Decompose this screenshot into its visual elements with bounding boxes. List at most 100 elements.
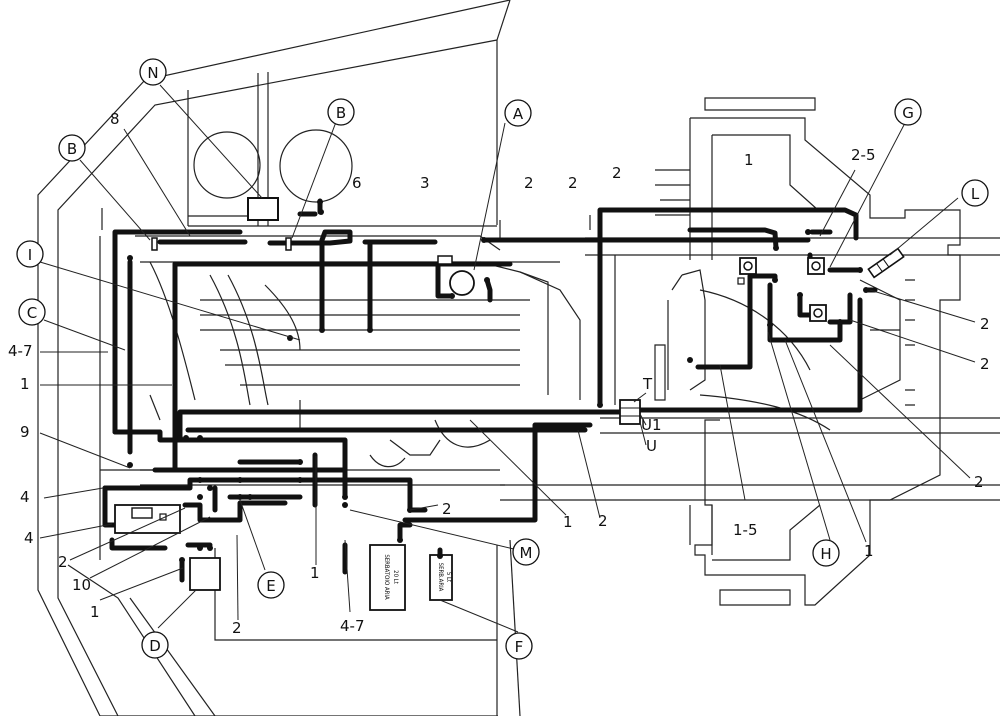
joint-dot (247, 494, 253, 500)
line-label-lU: U (646, 437, 657, 455)
callout-d: D (141, 631, 169, 659)
engine-outline (135, 235, 581, 486)
joint-dot (318, 209, 324, 215)
callout-circle (16, 240, 44, 268)
callout-b1: B (58, 134, 86, 162)
line-label-l2tank: 2 (442, 500, 452, 518)
tank-20l-line2: 20 Lt (392, 570, 399, 584)
line-label-l1left: 1 (20, 375, 30, 393)
line-label-lU1: U1 (641, 416, 662, 434)
line-label-l2c: 2 (612, 164, 622, 182)
callout-letter: M (520, 544, 533, 562)
joint-dot (179, 557, 185, 563)
callout-m: M (512, 538, 540, 566)
callout-f: F (505, 632, 533, 660)
joint-dot (127, 255, 133, 261)
line-label-l47a: 4-7 (8, 342, 33, 360)
callout-c: C (18, 298, 46, 326)
gauge-circle-right (279, 129, 353, 203)
callout-letter: H (820, 545, 831, 563)
callout-h: H (812, 539, 840, 567)
joint-dot (297, 459, 303, 465)
callout-letter: L (971, 185, 980, 203)
joint-dot (297, 477, 303, 483)
component-D (189, 557, 221, 591)
joint-dot (397, 537, 403, 543)
line-label-l3: 3 (420, 174, 430, 192)
cab-outline (37, 0, 521, 716)
callout-letter: C (27, 304, 37, 322)
callout-e: E (257, 571, 285, 599)
callout-n: N (139, 58, 167, 86)
line-label-l2d: 2 (598, 512, 608, 530)
joint-dot (197, 494, 203, 500)
joint-dot (857, 267, 863, 273)
compressor-A (449, 270, 475, 296)
line-label-l2r2: 2 (980, 355, 990, 373)
line-label-l6: 6 (352, 174, 362, 192)
line-label-l2r3: 2 (974, 473, 984, 491)
components: SERBATOIO ARIA 20 Lt SERB.ARIA 5 Lt (114, 197, 905, 611)
joint-dot (197, 435, 203, 441)
callout-circle (18, 298, 46, 326)
callout-letter: B (336, 104, 346, 122)
line-label-l2a: 2 (524, 174, 534, 192)
joint-dot (481, 237, 487, 243)
joint-dot (127, 462, 133, 468)
callout-letter: B (67, 140, 77, 158)
joint-dot (317, 199, 323, 205)
joint-dot (207, 545, 213, 551)
joint-dot (797, 292, 803, 298)
line-label-l4b: 4 (24, 529, 34, 547)
callout-b2: B (327, 98, 355, 126)
callout-letter: F (515, 638, 524, 656)
line-label-l1bl: 1 (90, 603, 100, 621)
line-label-l9: 9 (20, 423, 30, 441)
air-lines (102, 198, 878, 583)
callout-circle (327, 98, 355, 126)
line-label-l4a: 4 (20, 488, 30, 506)
callout-a: A (504, 99, 532, 127)
line-label-l2left: 2 (58, 553, 68, 571)
joint-dot (237, 494, 243, 500)
line-label-l10: 10 (72, 576, 91, 594)
joint-dot (863, 287, 869, 293)
joint-dot (805, 229, 811, 235)
joint-dot (197, 545, 203, 551)
callout-letter: D (149, 637, 161, 655)
callout-circle (139, 58, 167, 86)
line-label-l1mid: 1 (310, 564, 320, 582)
line-label-l47b: 4-7 (340, 617, 365, 635)
callout-circle (894, 98, 922, 126)
callout-circle (257, 571, 285, 599)
callout-circle (141, 631, 169, 659)
joint-dot (319, 327, 325, 333)
line-label-l8: 8 (110, 110, 120, 128)
callout-i: I (16, 240, 44, 268)
line-label-l2b: 2 (568, 174, 578, 192)
callout-letter: I (28, 246, 32, 264)
line-label-l1c: 1 (563, 513, 573, 531)
line-label-lT: T (642, 375, 653, 393)
callout-letter: N (147, 64, 158, 82)
callout-letter: E (266, 577, 275, 595)
joint-dot (367, 327, 373, 333)
valve-box-N (247, 197, 279, 221)
joint-dot (484, 277, 490, 283)
leader-lines (39, 84, 976, 633)
line-label-l1top: 1 (744, 151, 754, 169)
line-label-l2r1: 2 (980, 315, 990, 333)
line-label-l1r: 1 (864, 542, 874, 560)
joint-dot (449, 293, 455, 299)
callout-circle (812, 539, 840, 567)
callout-circle (58, 134, 86, 162)
joint-dot (342, 494, 348, 500)
callout-circle (505, 632, 533, 660)
brake-valve-G (807, 257, 825, 275)
callout-letter: A (513, 105, 524, 123)
valve-L (867, 247, 905, 279)
joint-dot (773, 245, 779, 251)
tank-5l-line1: SERB.ARIA (437, 563, 444, 592)
